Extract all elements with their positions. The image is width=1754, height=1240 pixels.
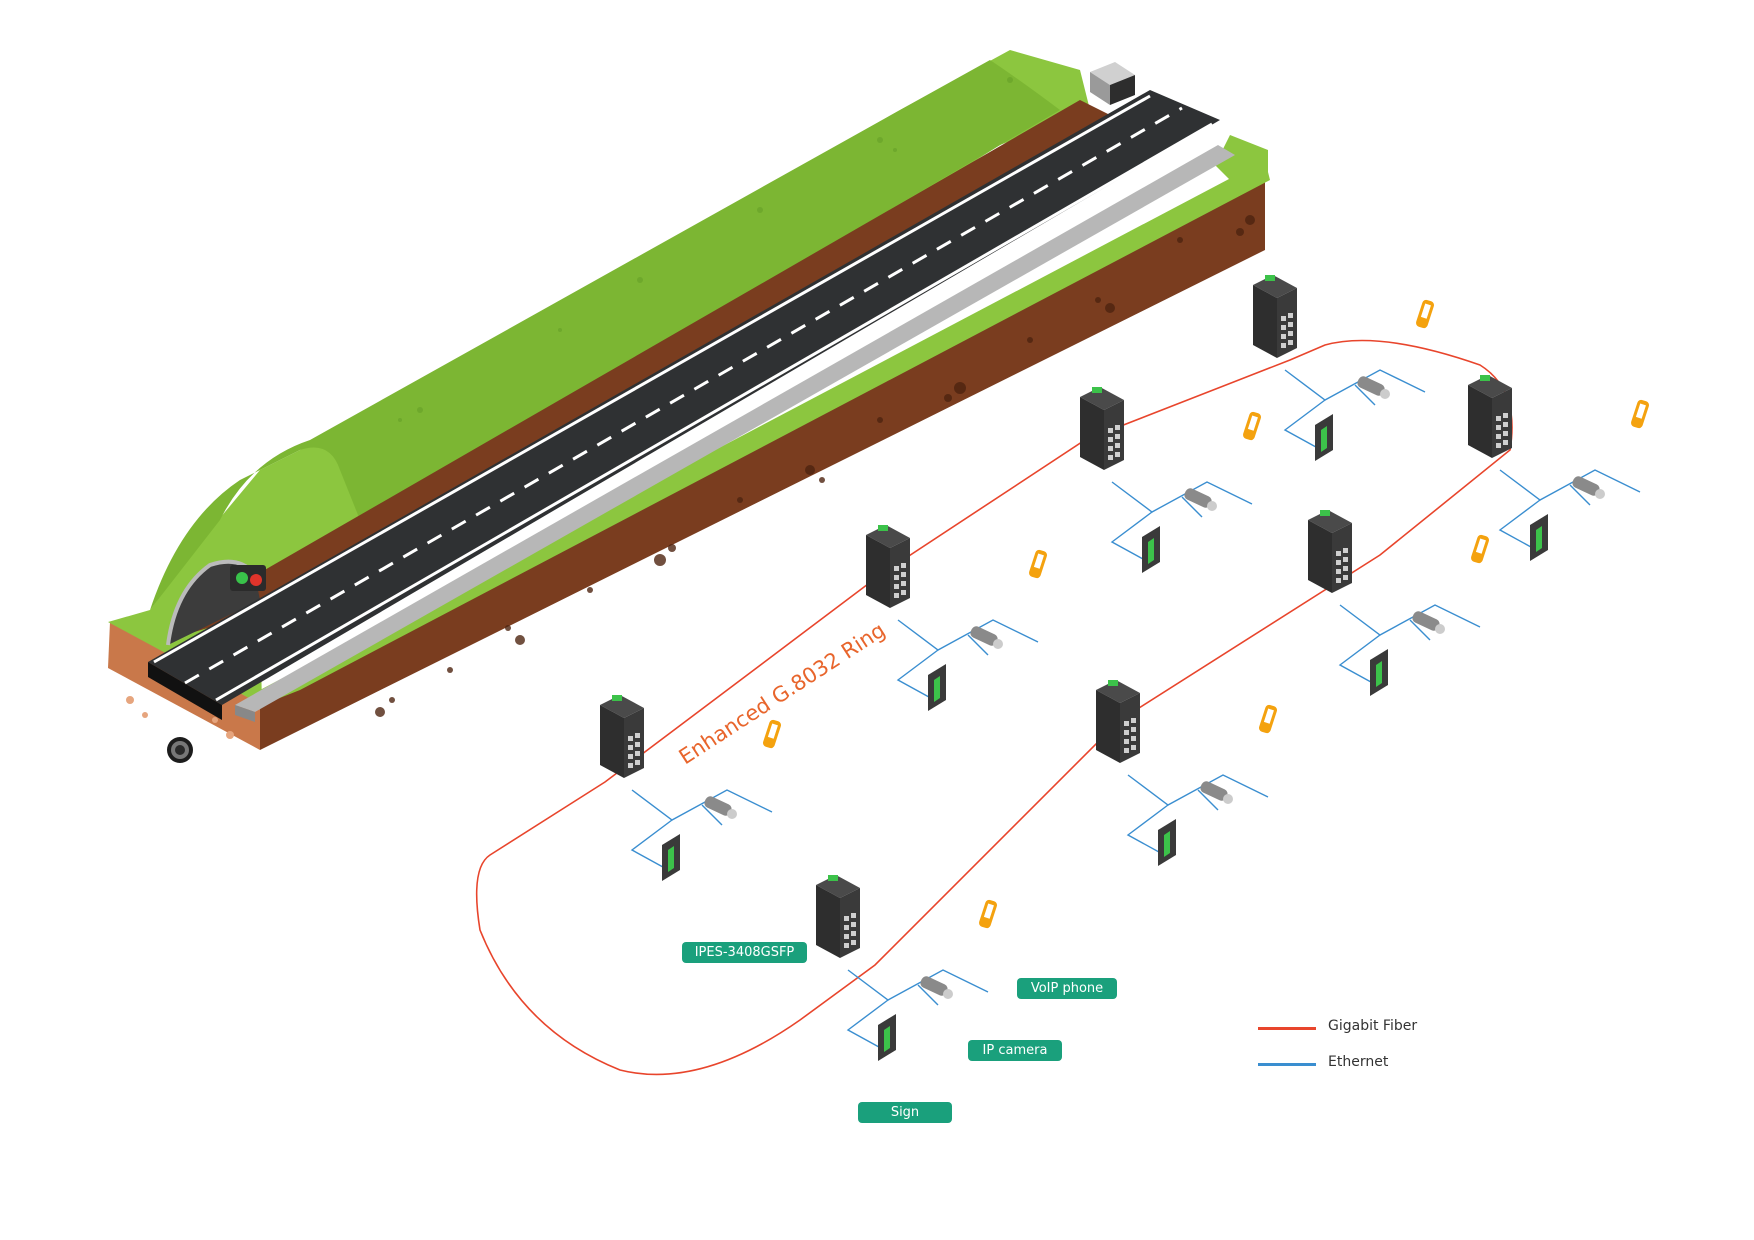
voip-phone-icon[interactable]: [1028, 549, 1048, 579]
camera-tag: IP camera: [968, 1040, 1062, 1061]
voip-phone-icon[interactable]: [1470, 534, 1490, 564]
switch-tag: IPES-3408GSFP: [682, 942, 807, 963]
ethernet-links: [1283, 369, 1426, 453]
ip-camera-icon[interactable]: [969, 625, 1003, 649]
industrial-switch-icon[interactable]: [816, 875, 860, 958]
ip-camera-icon[interactable]: [1183, 487, 1217, 511]
front-face-texture: [126, 696, 234, 739]
traffic-sign-icon[interactable]: [1530, 514, 1548, 561]
device-cluster: [1308, 510, 1490, 696]
voip-phone-icon[interactable]: [1415, 299, 1435, 329]
industrial-switch-icon[interactable]: [1253, 275, 1297, 358]
device-cluster: [1096, 680, 1278, 866]
ethernet-links: [1338, 604, 1481, 688]
soil-texture: [375, 215, 1255, 717]
industrial-switch-icon[interactable]: [866, 525, 910, 608]
network-devices: [600, 275, 1650, 1061]
traffic-sign-icon[interactable]: [1370, 649, 1388, 696]
tunnel-illustration: [108, 50, 1270, 763]
legend-fiber-label: Gigabit Fiber: [1328, 1018, 1418, 1034]
ethernet-links: [1110, 481, 1253, 565]
ip-camera-icon[interactable]: [1199, 780, 1233, 804]
traffic-sign-icon[interactable]: [1142, 526, 1160, 573]
traffic-sign-icon[interactable]: [1315, 414, 1333, 461]
voip-phone-icon[interactable]: [978, 899, 998, 929]
industrial-switch-icon[interactable]: [1096, 680, 1140, 763]
legend-ethernet-label: Ethernet: [1328, 1054, 1389, 1070]
control-box-icon: [1090, 62, 1135, 105]
traffic-sign-icon[interactable]: [662, 834, 680, 881]
ip-camera-icon[interactable]: [1411, 610, 1445, 634]
industrial-switch-icon[interactable]: [1308, 510, 1352, 593]
voip-phone-icon[interactable]: [1258, 704, 1278, 734]
ip-camera-icon[interactable]: [919, 975, 953, 999]
voip-phone-icon[interactable]: [1242, 411, 1262, 441]
legend-fiber-line: [1258, 1027, 1316, 1030]
ip-camera-icon[interactable]: [1571, 475, 1605, 499]
ethernet-links: [846, 969, 989, 1053]
grass-hill: [150, 60, 1060, 610]
legend-ethernet-line: [1258, 1063, 1316, 1066]
road-center-line: [184, 106, 1183, 685]
ethernet-links: [1126, 774, 1269, 858]
industrial-switch-icon[interactable]: [600, 695, 644, 778]
device-cluster: [1468, 375, 1650, 561]
voip-phone-icon[interactable]: [762, 719, 782, 749]
device-cluster: [1080, 387, 1262, 573]
sign-tag: Sign: [858, 1102, 952, 1123]
traffic-sign-icon[interactable]: [878, 1014, 896, 1061]
tunnel-inner-wall: [168, 100, 1110, 640]
traffic-sign-icon[interactable]: [1158, 819, 1176, 866]
road-edge-right: [215, 122, 1213, 702]
ethernet-links: [630, 789, 773, 873]
device-cluster: [816, 875, 998, 1061]
ring-label: Enhanced G.8032 Ring: [675, 618, 890, 769]
ethernet-links: [1498, 469, 1641, 553]
voip-phone-icon[interactable]: [1630, 399, 1650, 429]
grass-texture: [398, 77, 1013, 422]
industrial-switch-icon[interactable]: [1080, 387, 1124, 470]
device-cluster: [600, 695, 782, 881]
device-cluster: [866, 525, 1048, 711]
road-edge-left: [153, 94, 1151, 664]
traffic-sign-icon[interactable]: [928, 664, 946, 711]
traffic-light-icon: [230, 565, 266, 591]
device-cluster: [1253, 275, 1435, 461]
fiber-ring: [475, 339, 1513, 1076]
voip-tag: VoIP phone: [1017, 978, 1117, 999]
ip-camera-icon[interactable]: [1356, 375, 1390, 399]
ip-camera-icon[interactable]: [703, 795, 737, 819]
industrial-switch-icon[interactable]: [1468, 375, 1512, 458]
walkway: [235, 145, 1235, 712]
fiber-ring-path: [475, 339, 1513, 1076]
ethernet-links: [896, 619, 1039, 703]
